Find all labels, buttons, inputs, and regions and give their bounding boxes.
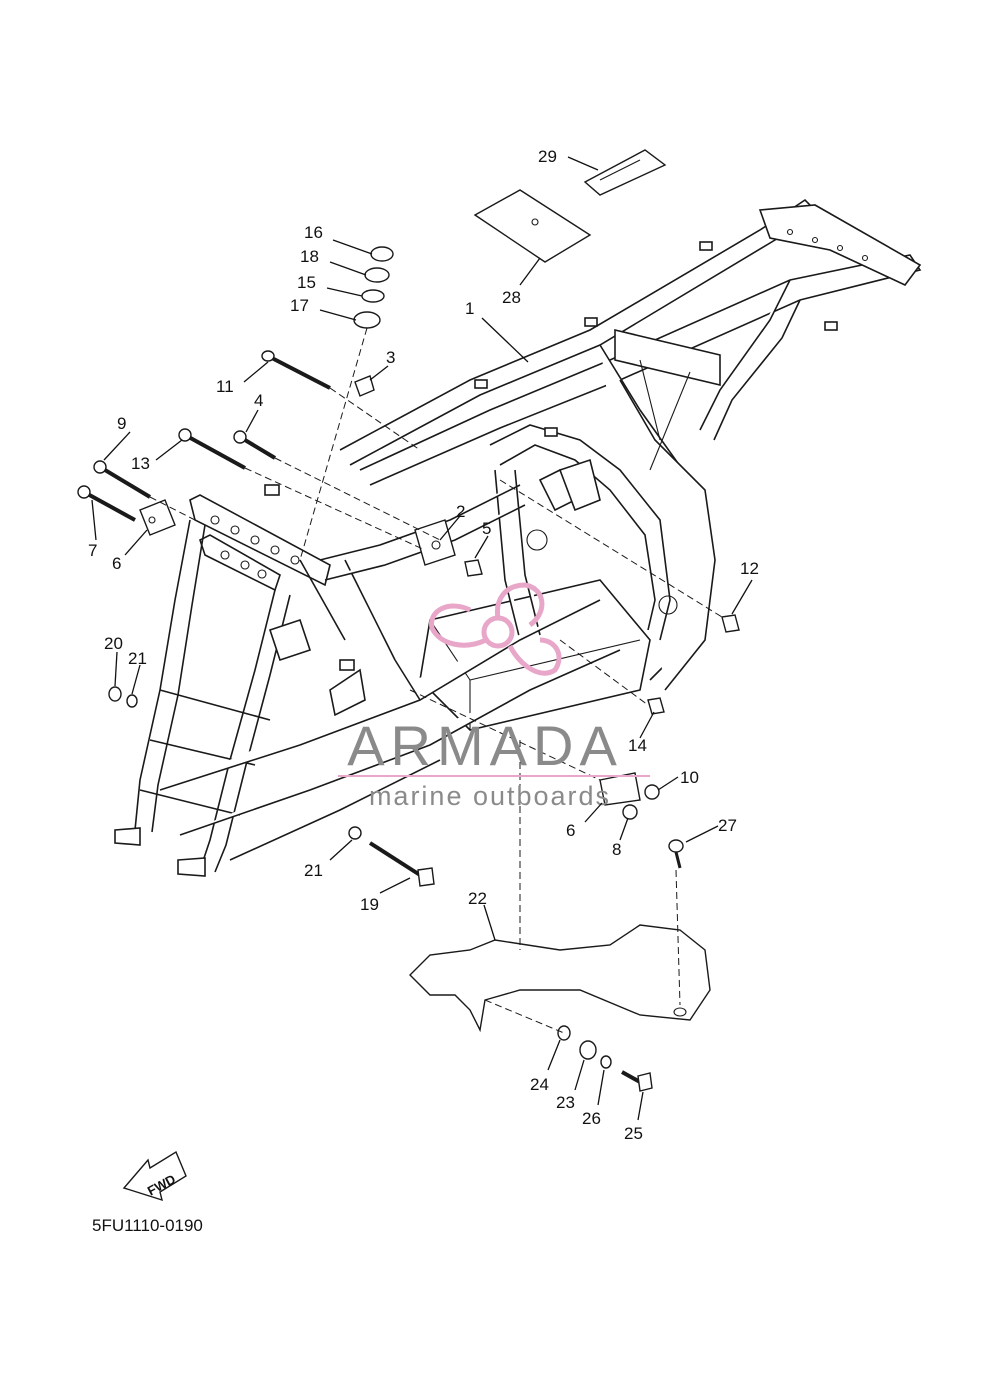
callout-29: 29: [538, 147, 557, 166]
propeller-logo: [429, 582, 562, 676]
callout-14: 14: [628, 736, 647, 755]
callout-12: 12: [740, 559, 759, 578]
callout-26: 26: [582, 1109, 601, 1128]
callout-20: 20: [104, 634, 123, 653]
callout-21-left: 21: [128, 649, 147, 668]
armada-watermark: ARMADA marine outboards: [338, 582, 650, 811]
callout-15: 15: [297, 273, 316, 292]
callout-16: 16: [304, 223, 323, 242]
callout-27: 27: [718, 816, 737, 835]
callout-23: 23: [556, 1093, 575, 1112]
callout-11: 11: [216, 377, 234, 396]
main-frame: [114, 198, 922, 877]
fwd-arrow-icon: [122, 1150, 187, 1202]
small-parts: [77, 149, 740, 1092]
callout-22: 22: [468, 889, 487, 908]
callout-18: 18: [300, 247, 319, 266]
watermark-brand: ARMADA: [347, 714, 623, 777]
propeller-blade-right: [507, 637, 562, 676]
callout-labels: 29 28 1 16 18 15 17 3 11 4 9 13 7 6 2 5 …: [88, 147, 759, 1143]
propeller-blade-top: [494, 582, 545, 628]
propeller-blade-left: [429, 603, 488, 648]
watermark-tagline: marine outboards: [369, 781, 611, 811]
callout-7: 7: [88, 541, 97, 560]
callout-19: 19: [360, 895, 379, 914]
callout-1: 1: [465, 299, 474, 318]
callout-5: 5: [482, 519, 491, 538]
callout-leaders: [91, 156, 753, 1121]
callout-24: 24: [530, 1075, 549, 1094]
callout-21-bottom: 21: [304, 861, 323, 880]
callout-17: 17: [290, 296, 309, 315]
callout-4: 4: [254, 391, 263, 410]
callout-2: 2: [456, 502, 465, 521]
callout-13: 13: [131, 454, 150, 473]
callout-9: 9: [117, 414, 126, 433]
callout-6-right: 6: [566, 821, 575, 840]
diagram-code: 5FU1110-0190: [92, 1216, 203, 1235]
callout-3: 3: [386, 348, 395, 367]
fwd-arrow: FWD: [122, 1150, 187, 1202]
callout-10: 10: [680, 768, 699, 787]
callout-6-left: 6: [112, 554, 121, 573]
callout-28: 28: [502, 288, 521, 307]
callout-8: 8: [612, 840, 621, 859]
callout-25: 25: [624, 1124, 643, 1143]
